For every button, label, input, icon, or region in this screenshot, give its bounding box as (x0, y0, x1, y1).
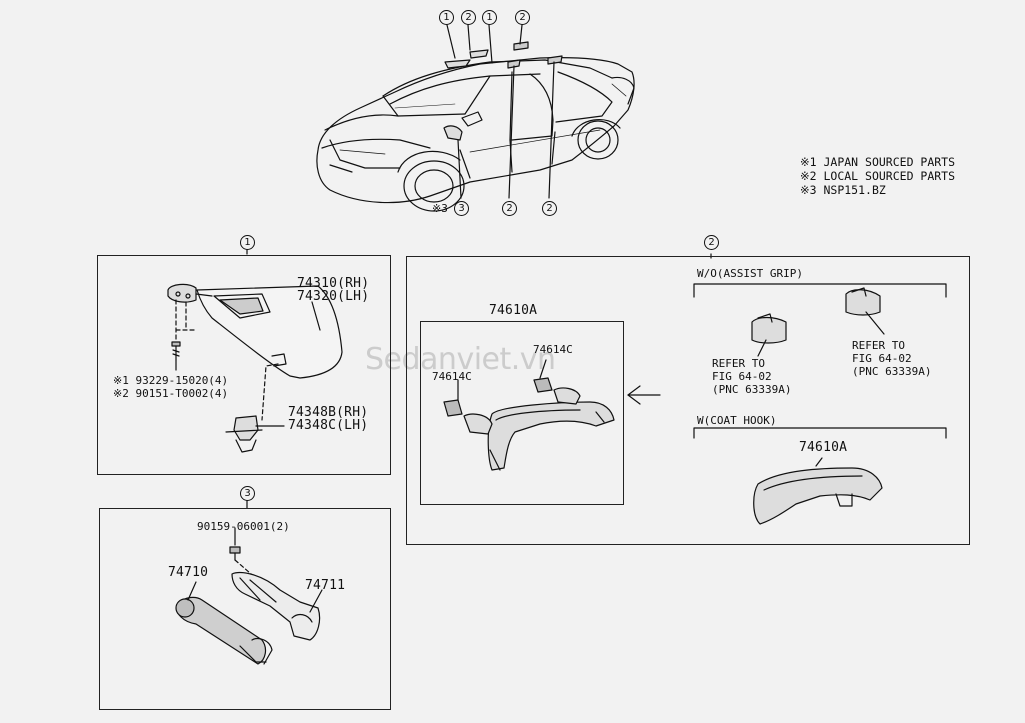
screw-part-number: 90159-06001(2) (197, 520, 290, 533)
note-2: ※2 LOCAL SOURCED PARTS (800, 169, 956, 183)
lamp-part-number: 74710 (168, 565, 209, 580)
bracket-part-number: 74711 (305, 578, 346, 593)
refer-note-1: REFER TO FIG 64-02 (PNC 63339A) (712, 357, 792, 396)
coat-grip-part-number: 74610A (799, 440, 848, 455)
callout-1a: 1 (439, 10, 454, 25)
callout-2d: 2 (542, 201, 557, 216)
refer-note-2: REFER TO FIG 64-02 (PNC 63339A) (852, 339, 932, 378)
clip-part-number: 74348B(RH) 74348C(LH) (288, 405, 369, 433)
section1-frame (97, 255, 391, 475)
section3-drawing (175, 499, 323, 665)
clip-b-part-number: 74614C (432, 370, 472, 383)
section2-drawing (443, 253, 947, 525)
screw-part-note: ※1 93229-15020(4) ※2 90151-T0002(4) (113, 374, 229, 400)
callout-3: 3 (454, 201, 469, 216)
w-coat-hook-label: W(COAT HOOK) (697, 414, 777, 427)
callout-2c: 2 (502, 201, 517, 216)
callout-1b: 1 (482, 10, 497, 25)
callout-3-prefix: ※3 (432, 202, 448, 215)
section1-drawing (167, 249, 343, 453)
section3-callout: 3 (240, 486, 255, 501)
section1-callout: 1 (240, 235, 255, 250)
clip-a-part-number: 74614C (533, 343, 573, 356)
callout-2a: 2 (461, 10, 476, 25)
watermark: Sedanviet.vn (365, 342, 556, 377)
section2-callout: 2 (704, 235, 719, 250)
car-illustration (316, 24, 635, 212)
note-1: ※1 JAPAN SOURCED PARTS (800, 155, 956, 169)
section2-inner-frame (420, 321, 624, 505)
visor-part-number: 74310(RH) 74320(LH) (297, 276, 370, 304)
note-3: ※3 NSP151.BZ (800, 183, 886, 197)
section3-frame (99, 508, 391, 710)
grip-part-number: 74610A (489, 303, 538, 318)
section2-frame (406, 256, 970, 545)
callout-2b: 2 (515, 10, 530, 25)
wo-assist-grip-label: W/O(ASSIST GRIP) (697, 267, 803, 280)
